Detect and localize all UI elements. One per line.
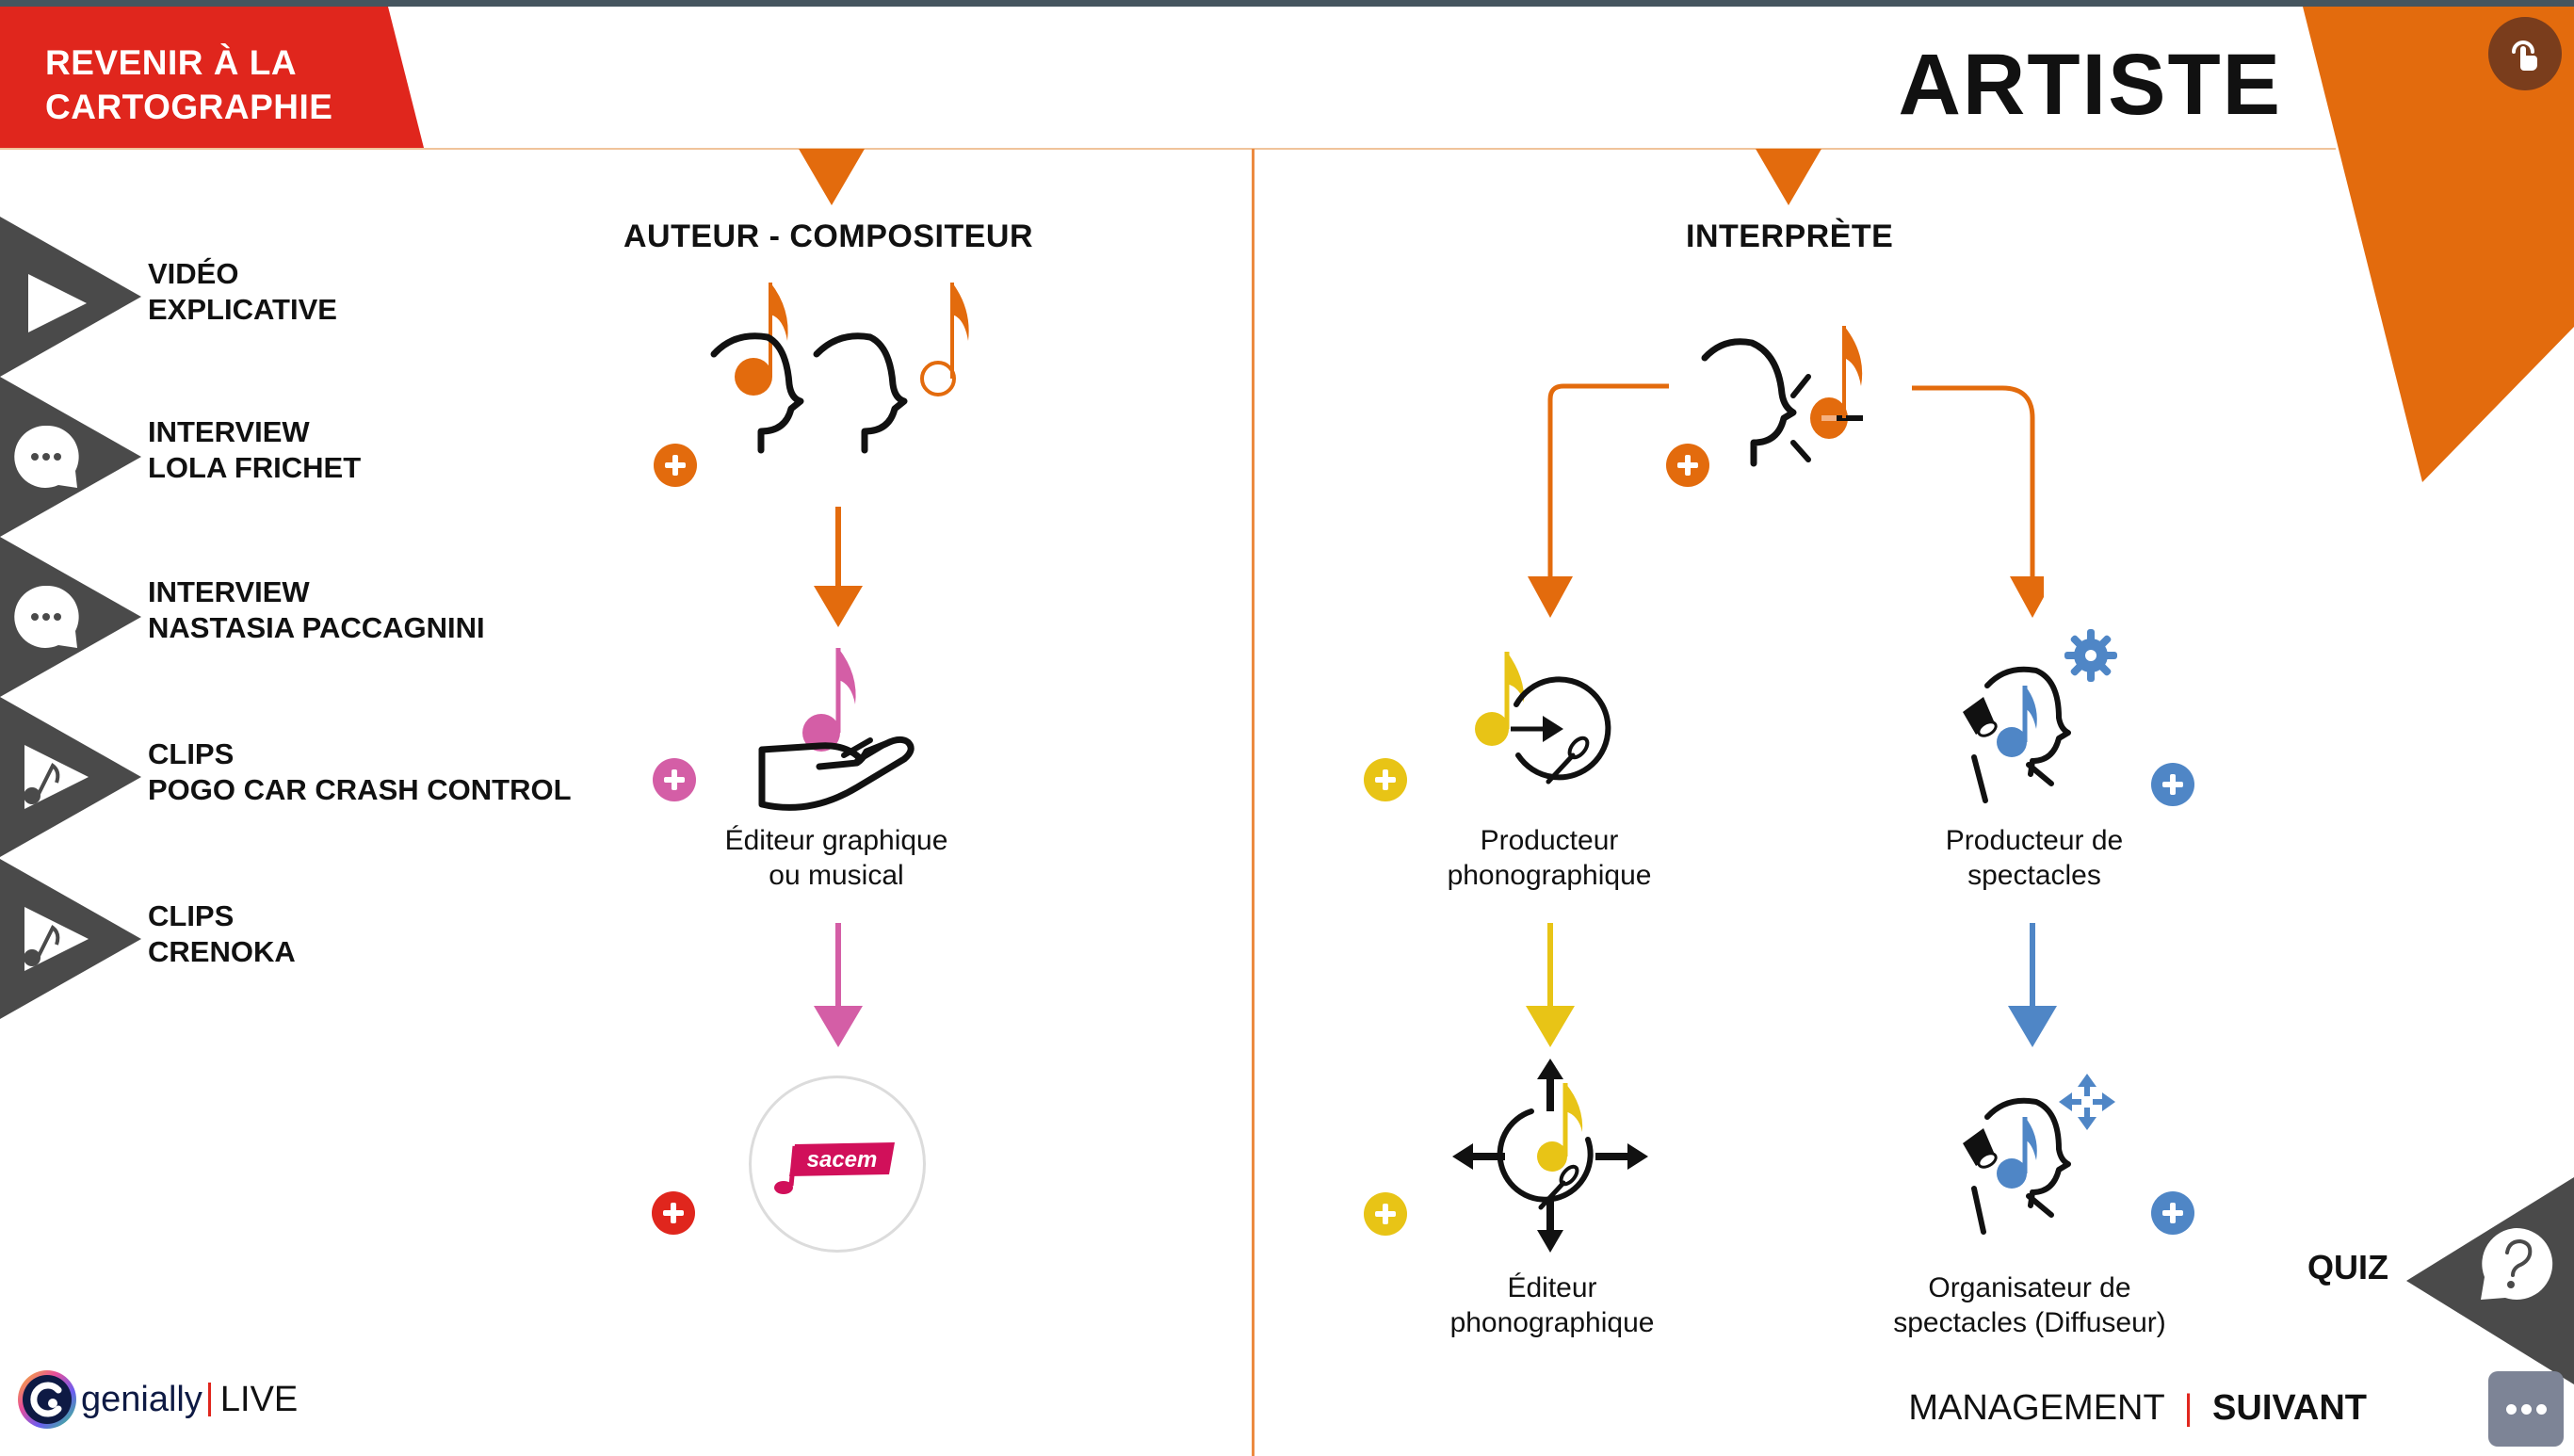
- more-options-button[interactable]: [2488, 1371, 2564, 1447]
- expand-publisher-button[interactable]: [653, 758, 696, 801]
- chat-bubble-icon: [14, 585, 79, 648]
- node-label-publisher: Éditeur graphique ou musical: [724, 825, 948, 891]
- nav-separator: |: [2183, 1388, 2194, 1428]
- chat-bubble-icon: [14, 425, 79, 488]
- music-play-icon: [24, 907, 89, 971]
- more-dot: [2535, 1403, 2547, 1415]
- header-divider: [0, 148, 2336, 150]
- question-bubble-icon: [2481, 1227, 2553, 1300]
- node-label-show-producer: Producteur de spectacles: [1945, 825, 2124, 891]
- sacem-logo-text: sacem: [807, 1147, 878, 1173]
- music-play-icon: [24, 745, 89, 809]
- sidebar-item-label: INTERVIEW LOLA FRICHET: [148, 415, 362, 484]
- play-icon: [28, 274, 87, 332]
- sidebar-item-label: VIDÉO EXPLICATIVE: [148, 257, 337, 326]
- show-producer-icon: [1963, 629, 2117, 803]
- sidebar-item-label: INTERVIEW NASTASIA PACCAGNINI: [148, 575, 485, 644]
- record-distribution-icon: [1452, 1059, 1648, 1253]
- flow-arrow-down: [814, 923, 863, 1047]
- footer-brand: genially LIVE: [17, 1370, 299, 1429]
- sidebar-item-label: CLIPS POGO CAR CRASH CONTROL: [148, 737, 572, 806]
- node-label-record-publisher: Éditeur phonographique: [1449, 1272, 1655, 1338]
- sidebar-item-video[interactable]: VIDÉO EXPLICATIVE: [0, 217, 584, 377]
- sidebar-item-clips-pogo[interactable]: CLIPS POGO CAR CRASH CONTROL: [0, 697, 584, 857]
- expand-author-button[interactable]: [654, 444, 697, 487]
- composer-heads-icon: [710, 283, 969, 454]
- singer-head-icon: [1701, 326, 1863, 467]
- next-section-nav[interactable]: MANAGEMENT | SUIVANT: [1908, 1388, 2367, 1429]
- expand-show-producer-button[interactable]: [2151, 763, 2194, 806]
- more-dot: [2520, 1403, 2532, 1415]
- next-label: SUIVANT: [2212, 1388, 2367, 1428]
- more-dots-icon: [2505, 1403, 2517, 1415]
- record-producer-icon: [1475, 652, 1611, 785]
- section-title-performer: INTERPRÈTE: [1686, 218, 1894, 254]
- section-pointer-arrow: [799, 149, 865, 205]
- section-title-author: AUTEUR - COMPOSITEUR: [623, 218, 1033, 254]
- sidebar-item-interview-nastasia[interactable]: INTERVIEW NASTASIA PACCAGNINI: [0, 537, 584, 697]
- expand-sacem-button[interactable]: [652, 1191, 695, 1235]
- sidebar-item-label: CLIPS CRENOKA: [148, 899, 296, 968]
- node-label-show-organizer: Organisateur de spectacles (Diffuseur): [1893, 1272, 2166, 1338]
- show-organizer-icon: [1963, 1074, 2115, 1235]
- back-to-map-button[interactable]: REVENIR À LA CARTOGRAPHIE: [0, 7, 424, 148]
- flow-arrow-down: [814, 507, 863, 627]
- top-bar: [0, 0, 2574, 7]
- flow-arrow-down: [1526, 923, 1575, 1047]
- branch-arrows: [1528, 383, 2044, 618]
- genially-logo-icon: [18, 1370, 76, 1429]
- touch-hand-icon: [2512, 40, 2537, 71]
- quiz-label[interactable]: QUIZ: [2307, 1248, 2388, 1286]
- flow-arrow-down: [2008, 923, 2057, 1047]
- footer-separator: [207, 1383, 211, 1416]
- genially-brand-text: genially: [81, 1379, 202, 1419]
- sidebar-item-interview-lola[interactable]: INTERVIEW LOLA FRICHET: [0, 377, 584, 537]
- live-label: LIVE: [219, 1379, 299, 1419]
- back-to-map-label: REVENIR À LA CARTOGRAPHIE: [45, 43, 333, 126]
- hand-note-icon: [758, 648, 915, 811]
- node-label-record-producer: Producteur phonographique: [1447, 825, 1652, 891]
- page-title: ARTISTE: [1898, 37, 2282, 133]
- expand-record-producer-button[interactable]: [1364, 758, 1407, 801]
- expand-performer-button[interactable]: [1666, 444, 1709, 487]
- sacem-logo-button[interactable]: sacem: [749, 1076, 926, 1253]
- sacem-logo: sacem: [774, 1142, 895, 1194]
- touch-interact-button[interactable]: [2488, 17, 2562, 90]
- column-divider: [1252, 149, 1255, 1456]
- next-section-name: MANAGEMENT: [1908, 1388, 2165, 1428]
- expand-record-publisher-button[interactable]: [1364, 1192, 1407, 1236]
- expand-show-organizer-button[interactable]: [2151, 1191, 2194, 1235]
- section-pointer-arrow: [1756, 149, 1821, 205]
- sidebar-item-clips-crenoka[interactable]: CLIPS CRENOKA: [0, 859, 584, 1019]
